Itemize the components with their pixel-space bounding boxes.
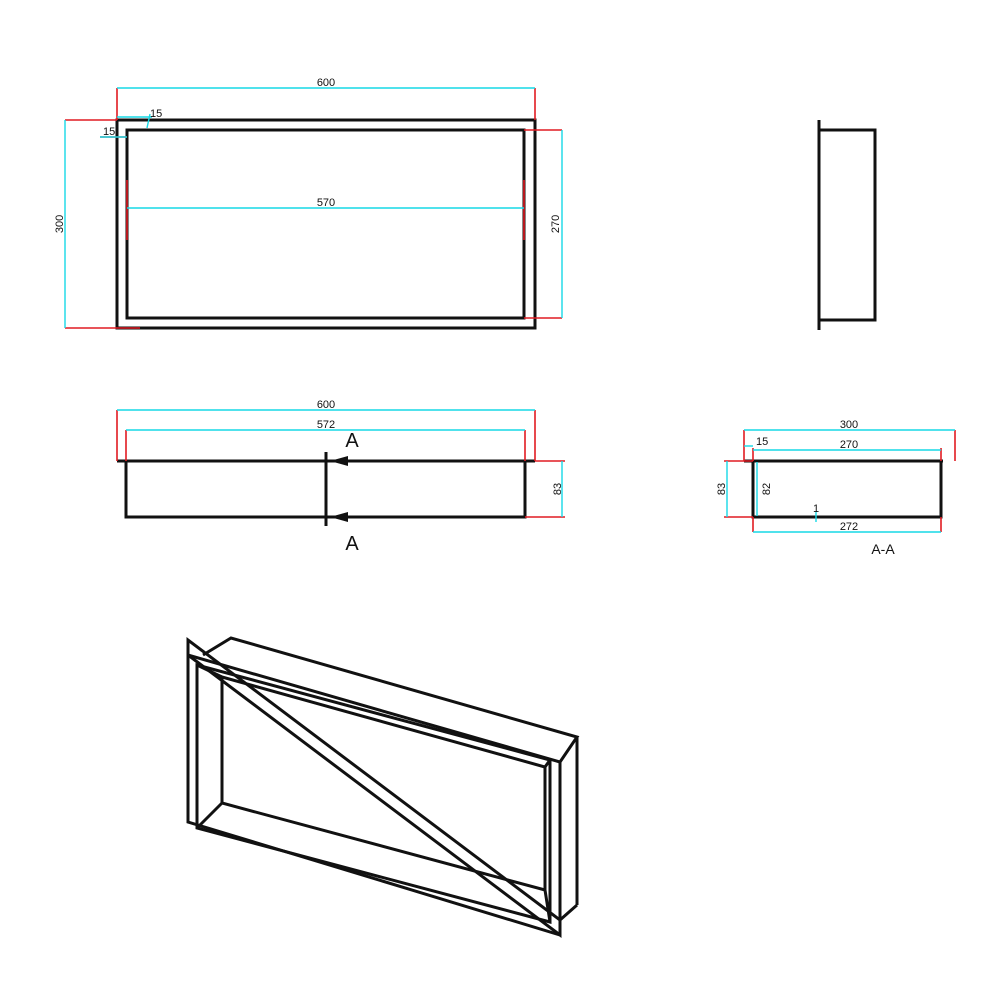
section-bottom-width-text: 272 [840, 521, 858, 533]
section-depth-text: 83 [716, 483, 728, 495]
top-width-text: 600 [317, 399, 335, 411]
front-dim-frame-top-leader [146, 113, 151, 129]
front-inner-height-text: 270 [550, 215, 562, 233]
iso-interior-back [220, 675, 547, 892]
section-label-bottom: A [345, 533, 359, 555]
section-frame-text: 15 [756, 436, 768, 448]
section-arrow-top-head [330, 456, 348, 466]
iso-body-right-bottom [559, 903, 578, 922]
front-outer-frame [115, 118, 537, 330]
front-inner-width-text: 570 [317, 197, 335, 209]
top-inner-width-text: 572 [317, 419, 335, 431]
front-frame-left-text: 15 [103, 126, 115, 138]
section-inner-depth-text: 82 [761, 483, 773, 495]
iso-body-top [202, 636, 580, 763]
front-inner-opening [125, 128, 526, 320]
iso-flange-outer [186, 653, 562, 938]
top-depth-text: 83 [552, 483, 564, 495]
section-title: A-A [871, 541, 895, 557]
front-frame-top-text: 15 [150, 108, 162, 120]
section-body-outline [751, 461, 943, 519]
top-view: 600 572 83 A A [116, 399, 565, 555]
side-body [817, 128, 877, 322]
section-view: 300 270 15 83 82 1 272 A-A [716, 419, 956, 557]
section-arrow-bottom-head [330, 512, 348, 522]
section-width-text: 300 [840, 419, 858, 431]
side-view [817, 120, 877, 330]
iso-interior-edge-br [543, 889, 552, 923]
front-width-text: 600 [317, 77, 335, 89]
iso-interior-edge-tr [543, 759, 552, 768]
isometric-view [186, 636, 580, 939]
front-view: 600 570 15 15 300 270 [54, 77, 563, 330]
iso-interior-edge-tl [196, 663, 223, 679]
section-inner-width-text: 270 [840, 439, 858, 451]
section-label-top: A [345, 430, 359, 452]
front-height-text: 300 [54, 215, 66, 233]
iso-interior-edge-bl [195, 801, 224, 830]
section-thickness-text: 1 [813, 503, 819, 515]
